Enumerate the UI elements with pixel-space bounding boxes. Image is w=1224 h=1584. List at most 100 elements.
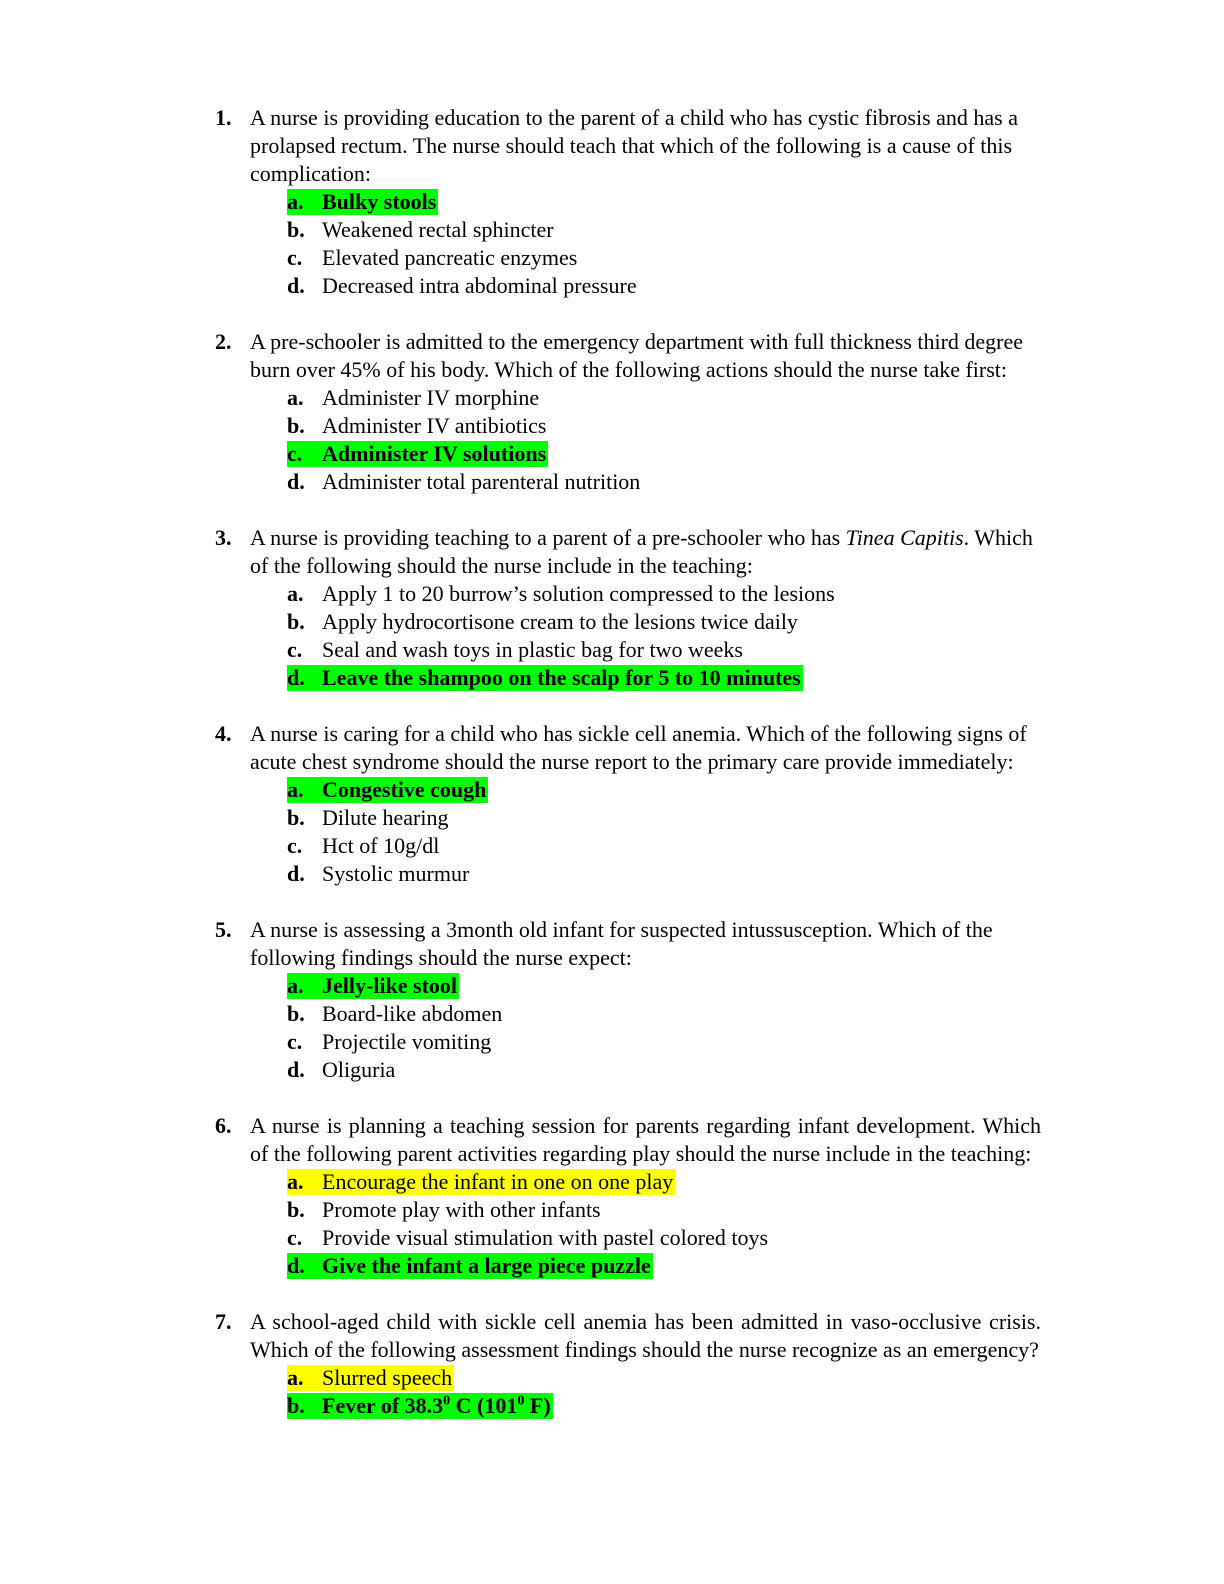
- option-letter: b.: [287, 1197, 305, 1222]
- stem-text: Tinea Capitis: [845, 525, 964, 550]
- option-content: a.Apply 1 to 20 burrow’s solution compre…: [287, 581, 837, 607]
- question: 1.A nurse is providing education to the …: [215, 104, 1041, 300]
- stem-text: A pre-schooler is admitted to the emerge…: [250, 329, 1024, 382]
- answer-option: d.Oliguria: [250, 1056, 1041, 1084]
- answer-option: c. Provide visual stimulation with pastel…: [250, 1224, 1041, 1252]
- option-letter: b.: [287, 217, 305, 242]
- question: 3.A nurse is providing teaching to a par…: [215, 524, 1041, 692]
- question-stem: A nurse is providing education to the pa…: [250, 104, 1041, 188]
- option-text: Administer IV antibiotics: [322, 413, 547, 438]
- question-number: 5.: [215, 917, 232, 942]
- option-letter: b.: [287, 413, 305, 438]
- option-content: b.Promote play with other infants: [287, 1197, 603, 1223]
- option-content: b.Weakened rectal sphincter: [287, 217, 556, 243]
- option-content: a. Bulky stools: [287, 189, 439, 215]
- option-text: Seal and wash toys in plastic bag for tw…: [322, 637, 743, 662]
- option-letter: a.: [287, 1169, 304, 1194]
- answer-option: d.Give the infant a large piece puzzle: [250, 1252, 1041, 1280]
- answer-option: b.Fever of 38.30 C (1010 F): [250, 1392, 1041, 1420]
- answer-option: d. Leave the shampoo on the scalp for 5 t…: [250, 664, 1041, 692]
- option-letter: b.: [287, 1393, 305, 1418]
- question-stem: A pre-schooler is admitted to the emerge…: [250, 328, 1041, 384]
- option-text: Congestive cough: [322, 777, 487, 802]
- option-content: a.Encourage the infant in one on one pla…: [287, 1169, 676, 1195]
- option-text: Projectile vomiting: [322, 1029, 492, 1054]
- option-content: b. Administer IV antibiotics: [287, 413, 548, 439]
- question-stem: A nurse is caring for a child who has si…: [250, 720, 1041, 776]
- option-content: d. Leave the shampoo on the scalp for 5 t…: [287, 665, 803, 691]
- answer-option: a.Encourage the infant in one on one pla…: [250, 1168, 1041, 1196]
- option-letter: c.: [287, 1225, 303, 1250]
- option-letter: b.: [287, 805, 305, 830]
- question: 7. A school-aged child with sickle cell a…: [215, 1308, 1041, 1420]
- answer-option: b.Apply hydrocortisone cream to the lesi…: [250, 608, 1041, 636]
- option-content: b.Board-like abdomen: [287, 1001, 504, 1027]
- option-text: F): [524, 1393, 551, 1418]
- option-letter: c.: [287, 245, 303, 270]
- option-text: Bulky stools: [322, 189, 437, 214]
- question: 4. A nurse is caring for a child who has …: [215, 720, 1041, 888]
- option-text: Apply hydrocortisone cream to the lesion…: [322, 609, 798, 634]
- option-content: d. Decreased intra abdominal pressure: [287, 273, 639, 299]
- option-letter: a.: [287, 189, 304, 214]
- answer-option: c.Administer IV solutions: [250, 440, 1041, 468]
- option-letter: a.: [287, 385, 304, 410]
- option-letter: d.: [287, 273, 305, 298]
- answer-option: a.Jelly-like stool: [250, 972, 1041, 1000]
- option-content: b.Dilute hearing: [287, 805, 450, 831]
- option-content: d.Systolic murmur: [287, 861, 471, 887]
- answer-option: c.Hct of 10g/dl: [250, 832, 1041, 860]
- option-text: C (101: [450, 1393, 518, 1418]
- answer-option: a.Apply 1 to 20 burrow’s solution compre…: [250, 580, 1041, 608]
- option-text: Give the infant a large piece puzzle: [322, 1253, 651, 1278]
- option-content: a. Slurred speech: [287, 1365, 455, 1391]
- question: 5. A nurse is assessing a 3month old infa…: [215, 916, 1041, 1084]
- option-content: d.Administer total parenteral nutrition: [287, 469, 642, 495]
- answer-option: b.Board-like abdomen: [250, 1000, 1041, 1028]
- option-content: d.Oliguria: [287, 1057, 397, 1083]
- answer-option: c. Seal and wash toys in plastic bag for …: [250, 636, 1041, 664]
- answer-option: d. Decreased intra abdominal pressure: [250, 272, 1041, 300]
- answer-option: c.Projectile vomiting: [250, 1028, 1041, 1056]
- answer-option: a. Administer IV morphine: [250, 384, 1041, 412]
- answer-option: a.Congestive cough: [250, 776, 1041, 804]
- option-content: a.Congestive cough: [287, 777, 489, 803]
- option-text: Elevated pancreatic enzymes: [322, 245, 578, 270]
- option-content: a.Jelly-like stool: [287, 973, 460, 999]
- stem-text: A nurse is assessing a 3month old infant…: [250, 917, 993, 970]
- option-letter: c.: [287, 833, 303, 858]
- answer-option: b.Promote play with other infants: [250, 1196, 1041, 1224]
- option-text: Fever of 38.3: [322, 1393, 444, 1418]
- stem-text: A nurse is caring for a child who has si…: [250, 721, 1027, 774]
- option-text: Leave the shampoo on the scalp for 5 to …: [322, 665, 801, 690]
- option-text: Oliguria: [322, 1057, 396, 1082]
- question-number: 7.: [215, 1309, 232, 1334]
- answer-option: c. Elevated pancreatic enzymes: [250, 244, 1041, 272]
- answer-option: a. Slurred speech: [250, 1364, 1041, 1392]
- answer-option: b.Weakened rectal sphincter: [250, 216, 1041, 244]
- stem-text: A nurse is providing education to the pa…: [250, 105, 1018, 186]
- option-text: 0: [517, 1393, 525, 1409]
- option-content: c. Seal and wash toys in plastic bag for …: [287, 637, 745, 663]
- question-stem: A nurse is providing teaching to a paren…: [250, 524, 1041, 580]
- option-text: Administer IV morphine: [322, 385, 540, 410]
- option-letter: d.: [287, 861, 305, 886]
- question-number: 4.: [215, 721, 232, 746]
- option-text: 0: [443, 1393, 451, 1409]
- option-content: c. Elevated pancreatic enzymes: [287, 245, 579, 271]
- option-text: Apply 1 to 20 burrow’s solution compress…: [322, 581, 835, 606]
- option-text: Provide visual stimulation with pastel c…: [322, 1225, 769, 1250]
- stem-text: A school-aged child with sickle cell ane…: [250, 1309, 1041, 1362]
- option-text: Administer IV solutions: [322, 441, 547, 466]
- option-content: c. Provide visual stimulation with pastel…: [287, 1225, 770, 1251]
- option-text: Decreased intra abdominal pressure: [322, 273, 637, 298]
- option-letter: c.: [287, 637, 303, 662]
- option-letter: a.: [287, 1365, 304, 1390]
- option-content: c.Administer IV solutions: [287, 441, 549, 467]
- option-text: Slurred speech: [322, 1365, 453, 1390]
- question-number: 2.: [215, 329, 232, 354]
- option-content: b.Apply hydrocortisone cream to the lesi…: [287, 609, 800, 635]
- option-letter: d.: [287, 665, 305, 690]
